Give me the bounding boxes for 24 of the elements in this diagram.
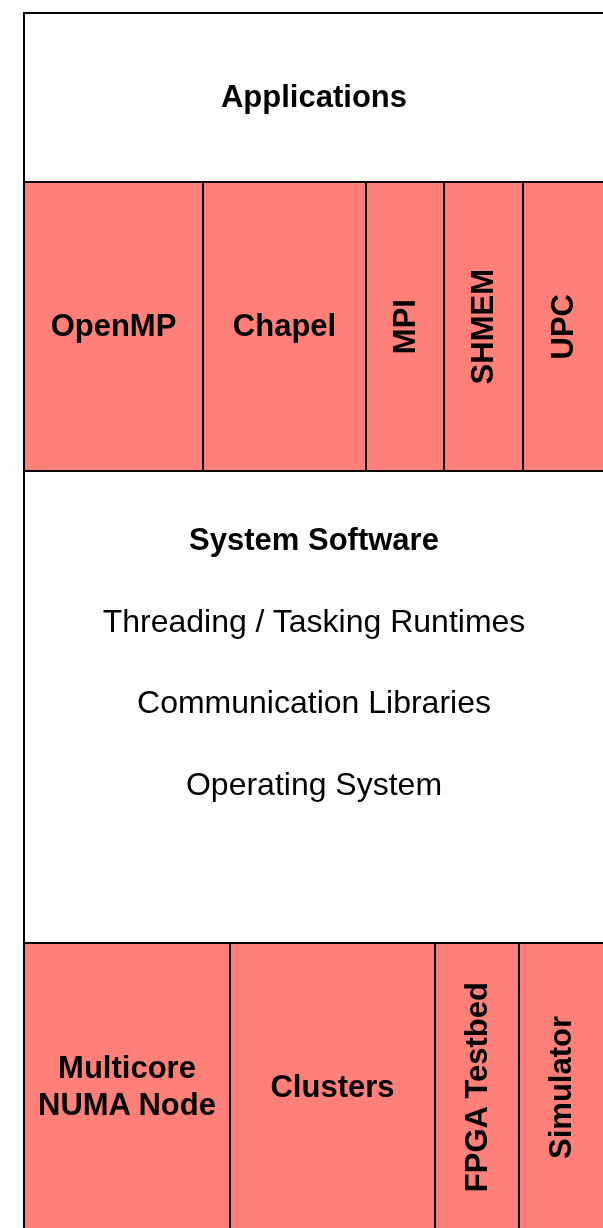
component-box: [23, 181, 204, 472]
component-label: FPGA Testbed: [458, 981, 495, 1193]
component-label: MPI: [386, 298, 423, 355]
layer-title: System Software: [189, 522, 439, 559]
component-label: OpenMP: [50, 308, 177, 345]
component-label: Multicore NUMA Node: [37, 1050, 217, 1124]
component-box: [365, 181, 445, 472]
component-label: Clusters: [270, 1068, 395, 1106]
component-box: [522, 181, 603, 472]
component-label: UPC: [545, 293, 582, 360]
layer-item: Communication Libraries: [137, 684, 491, 723]
component-label: Simulator: [543, 1015, 580, 1159]
layer-box: [23, 12, 603, 183]
layer-item: Threading / Tasking Runtimes: [102, 602, 526, 641]
component-label: Applications: [221, 79, 407, 116]
component-box: [434, 942, 520, 1228]
component-label: Chapel: [232, 308, 337, 345]
layer-item: Operating System: [185, 766, 443, 804]
component-box: [443, 181, 524, 472]
component-box: [202, 181, 367, 472]
component-box: [23, 942, 231, 1228]
component-box: [229, 942, 436, 1228]
component-box: [518, 942, 603, 1228]
component-label: SHMEM: [465, 268, 502, 385]
